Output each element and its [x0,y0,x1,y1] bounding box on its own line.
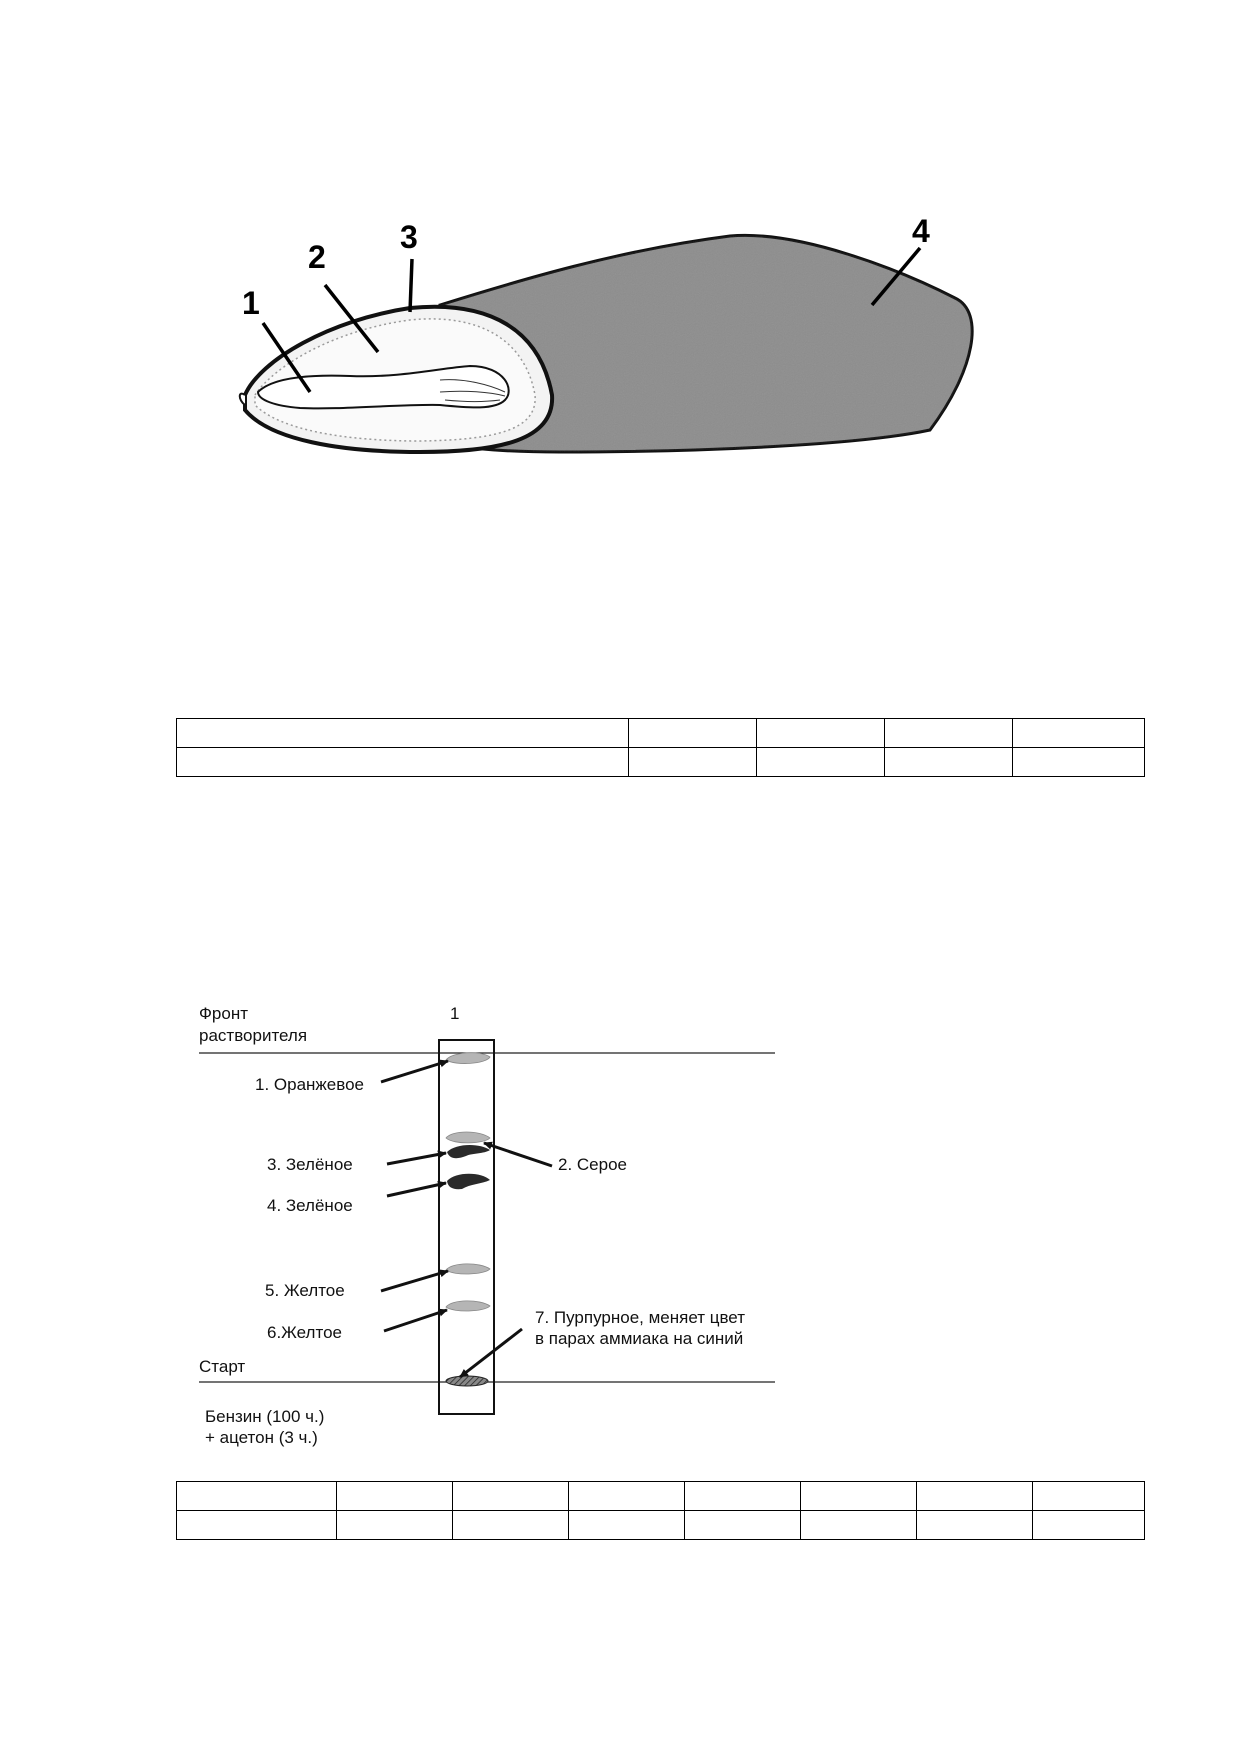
table-cell[interactable] [176,1481,337,1511]
table-cell[interactable] [1032,1481,1145,1511]
answer-table-2 [176,1481,1145,1540]
table-cell[interactable] [628,718,757,748]
arrow-spot-7 [459,1327,523,1379]
table-cell[interactable] [336,1510,453,1540]
seed-embryo [256,364,510,410]
seed-diagram: 1 2 3 4 [238,213,974,455]
seed-label-4: 4 [912,213,930,249]
table-cell[interactable] [176,747,629,777]
table-cell[interactable] [756,747,885,777]
spot-1-orange [445,1052,491,1064]
table-cell[interactable] [884,718,1013,748]
table-cell[interactable] [800,1481,917,1511]
solvent-label-line1: Бензин (100 ч.) [205,1407,324,1426]
spot-label-7-line2: в парах аммиака на синий [535,1329,743,1348]
table-cell[interactable] [684,1510,801,1540]
table-cell[interactable] [452,1510,569,1540]
table-cell[interactable] [176,718,629,748]
table-cell[interactable] [176,1510,337,1540]
table-cell[interactable] [568,1481,685,1511]
table-cell[interactable] [1012,747,1145,777]
chromatography-strip [438,1039,495,1415]
arrow-spot-2 [483,1141,553,1168]
table-cell[interactable] [684,1481,801,1511]
solvent-label-line2: + ацетон (3 ч.) [205,1428,318,1447]
spot-6-yellow [445,1300,491,1312]
column-number: 1 [450,1004,459,1023]
spot-2-gray [445,1131,491,1144]
arrow-spot-5 [380,1269,449,1293]
table-row [176,747,1145,777]
table-cell[interactable] [916,1510,1033,1540]
table-cell[interactable] [568,1510,685,1540]
arrow-spot-1 [380,1059,449,1084]
spot-label-2: 2. Серое [558,1155,627,1174]
spot-3-green [447,1144,490,1159]
table-cell[interactable] [336,1481,453,1511]
table-cell[interactable] [452,1481,569,1511]
table-row [176,1481,1145,1511]
spot-label-3: 3. Зелёное [267,1155,353,1174]
table-cell[interactable] [800,1510,917,1540]
arrow-spot-6 [383,1308,448,1333]
front-label-line1: Фронт [199,1004,248,1023]
answer-table-1 [176,718,1145,777]
spot-label-7-line1: 7. Пурпурное, меняет цвет [535,1308,745,1327]
seed-label-2: 2 [308,239,326,275]
table-row [176,718,1145,748]
seed-label-3: 3 [400,219,418,255]
front-label-line2: растворителя [199,1026,307,1045]
arrow-spot-4 [386,1180,447,1198]
table-cell[interactable] [628,747,757,777]
table-cell[interactable] [916,1481,1033,1511]
table-cell[interactable] [1032,1510,1145,1540]
seed-label-1: 1 [242,285,260,321]
spot-label-6: 6.Желтое [267,1323,342,1342]
start-label: Старт [199,1357,245,1376]
table-cell[interactable] [756,718,885,748]
table-cell[interactable] [1012,718,1145,748]
spot-label-4: 4. Зелёное [267,1196,353,1215]
spot-label-1: 1. Оранжевое [255,1075,364,1094]
table-cell[interactable] [884,747,1013,777]
spot-4-green [447,1173,490,1190]
spot-label-5: 5. Желтое [265,1281,345,1300]
spot-7-purple [445,1375,489,1387]
arrow-spot-3 [386,1150,447,1166]
table-row [176,1510,1145,1540]
spot-5-yellow [445,1263,491,1275]
